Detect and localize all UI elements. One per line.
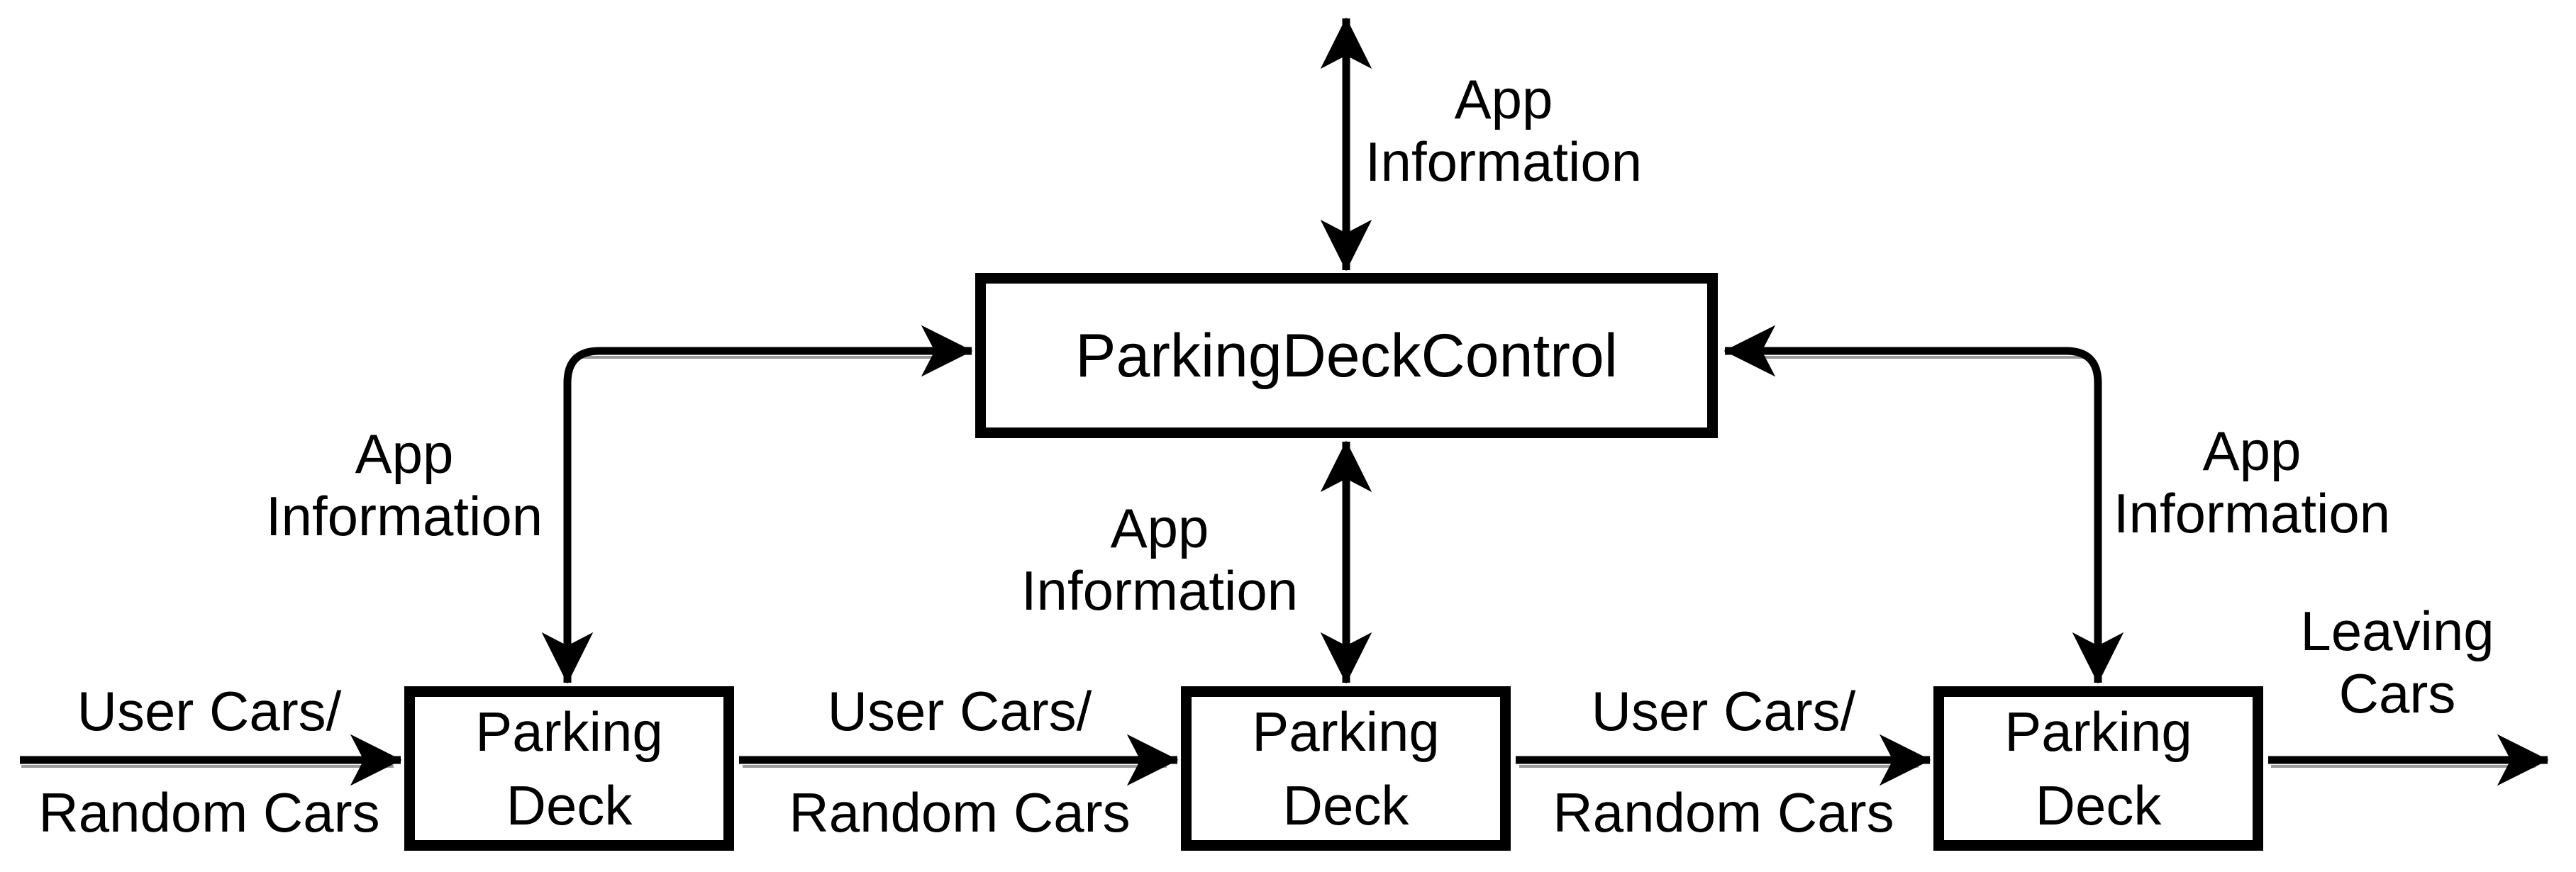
arrow-app-info-right bbox=[1723, 325, 2124, 684]
label-app-info-external: App Information bbox=[1255, 68, 1752, 193]
node-parking-deck-3-label-line2: Deck bbox=[2035, 774, 2162, 837]
label-app-info-middle: App Information bbox=[911, 497, 1408, 622]
label-entry-user-cars: User Cars/ bbox=[77, 680, 342, 742]
label-gap23-random-cars: Random Cars bbox=[1553, 781, 1894, 844]
label-leaving-cars: Leaving Cars bbox=[2149, 600, 2576, 725]
label-gap12-user-cars: User Cars/ bbox=[827, 680, 1092, 742]
arrow-app-info-left bbox=[541, 325, 973, 684]
label-leaving-cars-line1: Leaving bbox=[2300, 600, 2494, 662]
node-parking-deck-1: Parking Deck bbox=[404, 686, 734, 851]
label-app-info-right-line1: App bbox=[2202, 420, 2302, 482]
label-app-info-external-line1: App bbox=[1454, 68, 1553, 130]
label-entry-random-cars: Random Cars bbox=[38, 781, 380, 844]
label-app-info-right: App Information bbox=[2004, 420, 2500, 544]
node-parking-deck-1-label-line2: Deck bbox=[506, 774, 633, 837]
label-gap23-user-cars: User Cars/ bbox=[1591, 680, 1856, 742]
node-parking-deck-2-label-line1: Parking bbox=[1252, 700, 1440, 763]
label-app-info-left-line1: App bbox=[355, 423, 454, 485]
label-app-info-middle-line2: Information bbox=[1021, 559, 1299, 622]
label-app-info-middle-line1: App bbox=[1110, 497, 1209, 559]
label-app-info-left-line2: Information bbox=[265, 485, 543, 547]
node-parking-deck-2-label-line2: Deck bbox=[1282, 774, 1409, 837]
node-parking-deck-control-label: ParkingDeckControl bbox=[1075, 321, 1618, 390]
node-parking-deck-3: Parking Deck bbox=[1933, 686, 2263, 851]
label-app-info-right-line2: Information bbox=[2113, 482, 2391, 544]
label-app-info-external-line2: Information bbox=[1365, 130, 1643, 193]
node-parking-deck-2: Parking Deck bbox=[1181, 686, 1511, 851]
label-leaving-cars-line2: Cars bbox=[2338, 662, 2456, 725]
node-parking-deck-1-label-line1: Parking bbox=[475, 700, 663, 763]
node-parking-deck-control: ParkingDeckControl bbox=[975, 273, 1718, 438]
node-parking-deck-3-label-line1: Parking bbox=[2004, 700, 2192, 763]
label-gap12-random-cars: Random Cars bbox=[789, 781, 1131, 844]
label-app-info-left: App Information bbox=[156, 423, 653, 547]
